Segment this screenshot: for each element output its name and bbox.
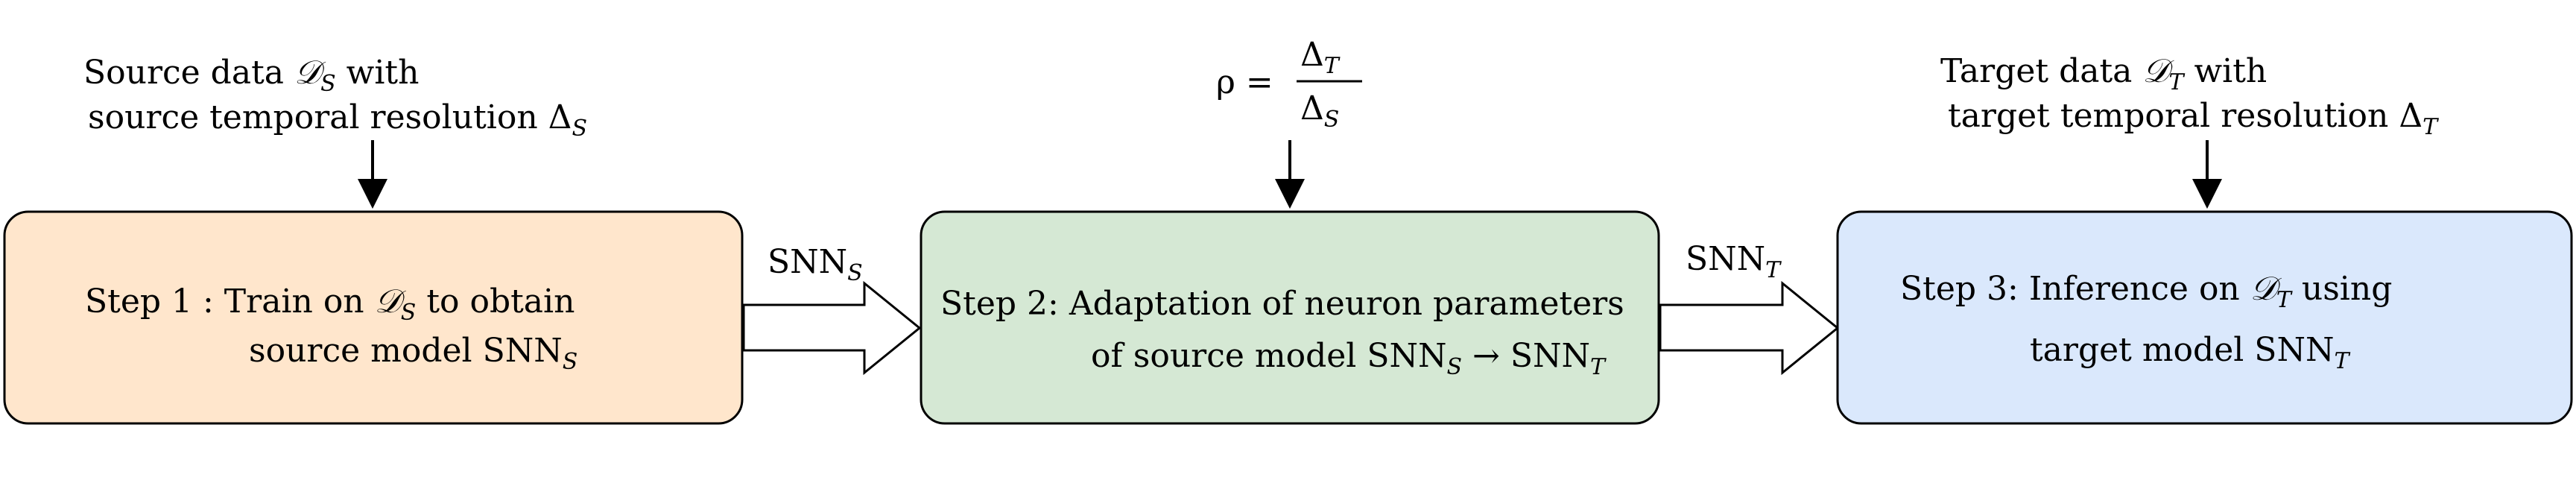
rho-lhs: ρ = [1216,63,1273,101]
rho-formula: ρ = ΔT ΔS [1216,36,1362,133]
target-input-label: Target data 𝒟T with target temporal reso… [1940,52,2439,140]
source-input-line2: source temporal resolution ΔS [88,98,587,142]
target-input-line2: target temporal resolution ΔT [1948,97,2439,140]
step3-line2: target model SNNT [2030,331,2350,374]
arrow23-label: SNNT [1686,240,1782,283]
arrow12-label: SNNS [768,243,863,286]
step3-line1: Step 3: Inference on 𝒟T using [1900,270,2392,313]
step1-line1: Step 1 : Train on 𝒟S to obtain [85,283,575,326]
step3-box: Step 3: Inference on 𝒟T using target mod… [1836,210,2573,425]
step1-line2: source model SNNS [249,332,577,375]
step1-box: Step 1 : Train on 𝒟S to obtain source mo… [3,210,744,425]
rho-denominator: ΔS [1300,89,1339,133]
arrow-step2-to-step3 [1659,280,1840,376]
target-input-line1: Target data 𝒟T with [1940,52,2267,95]
source-input-line1: Source data 𝒟S with [83,54,419,97]
step2-box: Step 2: Adaptation of neuron parameters … [920,210,1660,425]
step2-box-shape [920,210,1660,425]
step3-box-shape [1836,210,2573,425]
step1-box-shape [3,210,744,425]
step2-line2: of source model SNNS → SNNT [1091,337,1607,380]
step2-line1: Step 2: Adaptation of neuron parameters [940,285,1624,323]
rho-numerator: ΔT [1300,36,1341,79]
arrow-step1-to-step2 [742,280,922,376]
source-input-label: Source data 𝒟S with source temporal reso… [83,54,587,142]
